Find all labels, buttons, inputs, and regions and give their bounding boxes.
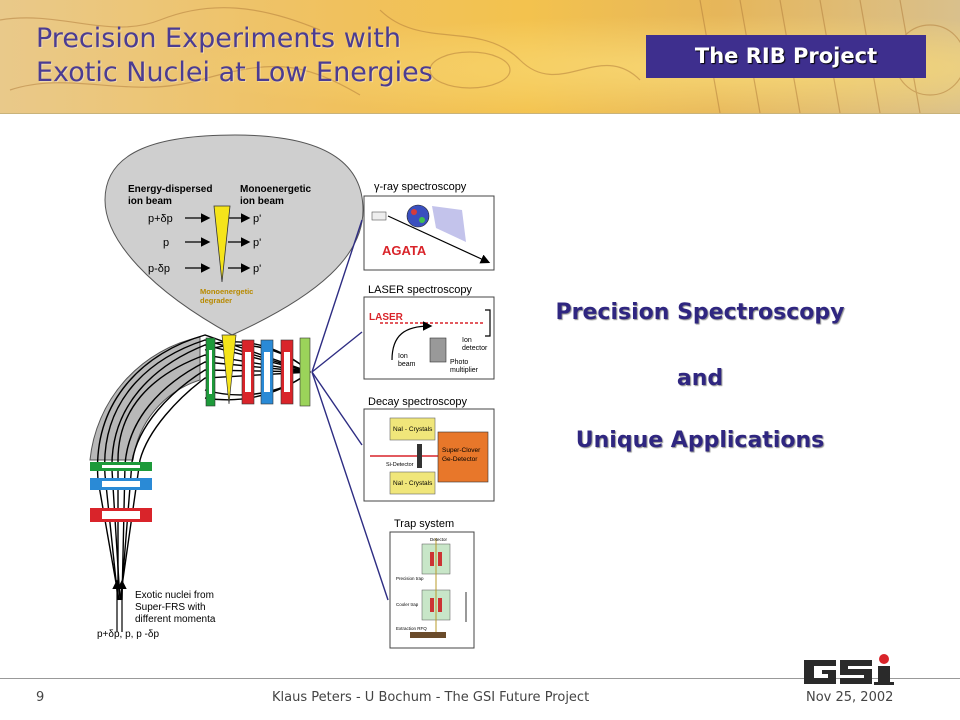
right-line-1: Precision Spectroscopy xyxy=(555,300,845,325)
balloon-callout xyxy=(104,134,364,336)
nai-bottom-label: NaI - Crystals xyxy=(393,480,433,487)
agata-dot-2 xyxy=(419,217,425,223)
ion-detector-1: Ion xyxy=(462,337,472,344)
gsi-logo xyxy=(804,654,894,685)
gamma-beam-arrow xyxy=(387,215,491,264)
label-p: p xyxy=(163,237,169,249)
nai-crystal-top xyxy=(389,417,436,441)
trap-label-precision: Precision trap xyxy=(396,576,424,581)
footer-separator xyxy=(0,678,960,679)
nai-top-label: NaI - Crystals xyxy=(393,426,433,433)
label-monoenergetic-2: ion beam xyxy=(240,196,284,207)
footer-date: Nov 25, 2002 xyxy=(806,690,894,705)
precision-trap-electrode-2 xyxy=(438,552,442,566)
label-exotic-1: Exotic nuclei from xyxy=(135,590,214,601)
photo-1: Photo xyxy=(450,359,468,366)
gamma-source xyxy=(371,211,387,221)
label-energy-dispersed-2: ion beam xyxy=(128,196,172,207)
vert-quad-red-gap xyxy=(102,511,140,519)
si-detector-label: Si-Detector xyxy=(386,462,414,468)
label-exotic-3: different momenta xyxy=(135,614,216,625)
trap-label-rfq: Extraction RFQ xyxy=(396,626,427,631)
agata-label: AGATA xyxy=(382,243,427,258)
agata-sphere xyxy=(406,204,430,228)
ion-detector-2: detector xyxy=(462,345,488,352)
ion-beam-1: Ion xyxy=(398,353,408,360)
label-p-prime-2: p' xyxy=(253,237,261,249)
photo-2: multiplier xyxy=(450,367,479,374)
trap-title: Trap system xyxy=(394,518,454,530)
laser-label: LASER xyxy=(369,312,404,323)
laser-ion-path xyxy=(391,321,433,361)
nai-crystal-bottom xyxy=(389,471,436,495)
title-line-2: Exotic Nuclei at Low Energies xyxy=(36,57,433,88)
balloon-degrader-wedge xyxy=(213,205,231,283)
laser-detector-bracket xyxy=(485,309,491,337)
page-title: Precision Experiments with Exotic Nuclei… xyxy=(36,22,433,90)
vert-quad-blue-gap xyxy=(102,481,140,487)
super-clover-detector xyxy=(437,431,489,483)
cooler-trap-electrode-2 xyxy=(438,598,442,612)
laser-title: LASER spectroscopy xyxy=(368,284,472,296)
trap-label-cooler: Cooler trap xyxy=(396,602,419,607)
gamma-fan xyxy=(432,206,466,242)
clover-label-1: Super-Clover xyxy=(442,447,481,454)
label-degrader-2: degrader xyxy=(200,296,232,305)
header-separator xyxy=(0,113,960,114)
label-p-prime-3: p' xyxy=(253,263,261,275)
header-banner: Precision Experiments with Exotic Nuclei… xyxy=(0,0,960,113)
si-detector xyxy=(417,444,422,468)
project-badge: The RIB Project xyxy=(646,35,926,78)
label-energy-dispersed-1: Energy-dispersed xyxy=(128,184,212,195)
vert-quad-green-gap xyxy=(102,465,140,468)
panel-connectors xyxy=(311,219,389,601)
agata-dot-1 xyxy=(411,209,417,215)
cooler-trap-electrode-1 xyxy=(430,598,434,612)
footer-center-text: Klaus Peters - U Bochum - The GSI Future… xyxy=(272,690,590,705)
label-exotic-2: Super-FRS with xyxy=(135,602,206,613)
quad-red-2-gap xyxy=(284,352,290,392)
laser-panel xyxy=(363,296,495,380)
label-p-minus: p-δp xyxy=(148,263,170,275)
decay-title: Decay spectroscopy xyxy=(368,396,468,408)
degrader-wedge xyxy=(221,334,237,405)
quad-red-1-gap xyxy=(245,352,251,392)
quad-green-2 xyxy=(299,337,311,407)
label-degrader-1: Monoenergetic xyxy=(200,287,253,296)
extraction-rfq xyxy=(410,632,446,638)
gamma-panel xyxy=(363,195,495,271)
photomultiplier xyxy=(429,337,447,363)
precision-trap-electrode-1 xyxy=(430,552,434,566)
gamma-title: γ-ray spectroscopy xyxy=(374,181,467,193)
incoming-arrows xyxy=(112,579,127,632)
label-p-prime-1: p' xyxy=(253,213,261,225)
trap-label-detector: Detector xyxy=(430,537,448,542)
right-line-2: and xyxy=(676,366,724,391)
quad-blue-1-gap xyxy=(264,352,270,392)
page-number: 9 xyxy=(36,690,45,705)
label-monoenergetic-1: Monoenergetic xyxy=(240,184,312,195)
quad-green-1-gap xyxy=(209,350,212,394)
title-line-1: Precision Experiments with xyxy=(36,23,401,54)
balloon-arrows xyxy=(185,213,251,273)
right-line-3: Unique Applications xyxy=(575,428,825,453)
clover-label-2: Ge-Detector xyxy=(442,456,478,463)
ion-beam-2: beam xyxy=(398,361,416,368)
label-p-plus: p+δp xyxy=(148,213,173,225)
label-momenta-line: p+δp, p, p -δp xyxy=(97,629,159,640)
